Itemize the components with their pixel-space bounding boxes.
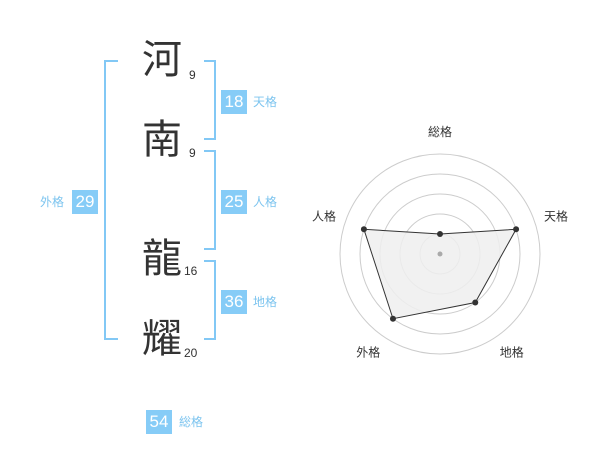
radar-point-5 [360,226,367,233]
name-char-1-strokes: 9 [189,68,196,82]
radar-axis-label: 人格 [312,208,336,223]
radar-point-3 [472,299,479,306]
radar-ring [339,153,541,355]
gaikaku-label: 外格 [40,195,65,209]
jinkaku-badge: 25 [221,190,247,214]
radar-axis-label: 総格 [428,124,452,139]
radar-center-dot [437,251,443,257]
radar-axis-label: 外格 [356,345,380,360]
soukaku-label: 総格 [179,415,204,429]
radar-axis-label: 地格 [500,345,524,360]
radar-axis-label: 天格 [544,208,568,223]
tenkaku-label: 天格 [253,95,278,109]
name-char-1: 河 [142,37,182,83]
radar-point-4 [389,315,396,322]
name-char-3: 龍 [142,236,182,282]
name-char-2-strokes: 9 [189,146,196,160]
tenkaku-badge: 18 [221,90,247,114]
radar-area [363,228,517,320]
tenkaku-bracket [204,60,216,140]
jinkaku-bracket [204,150,216,250]
radar-ring [359,173,521,335]
name-char-4-strokes: 20 [184,346,198,360]
jinkaku-label: 人格 [253,195,278,209]
outer-bracket [104,60,118,340]
radar-points [360,226,520,322]
name-char-3-strokes: 16 [184,264,198,278]
radar-point-2 [513,226,520,233]
chikaku-badge: 36 [221,290,247,314]
name-char-2: 南 [142,117,182,163]
soukaku-badge: 54 [146,410,172,434]
chikaku-bracket [204,260,216,340]
chikaku-label: 地格 [253,295,278,309]
name-char-4: 耀 [142,316,182,362]
gaikaku-badge: 29 [72,190,98,214]
radar-point-1 [437,231,443,237]
